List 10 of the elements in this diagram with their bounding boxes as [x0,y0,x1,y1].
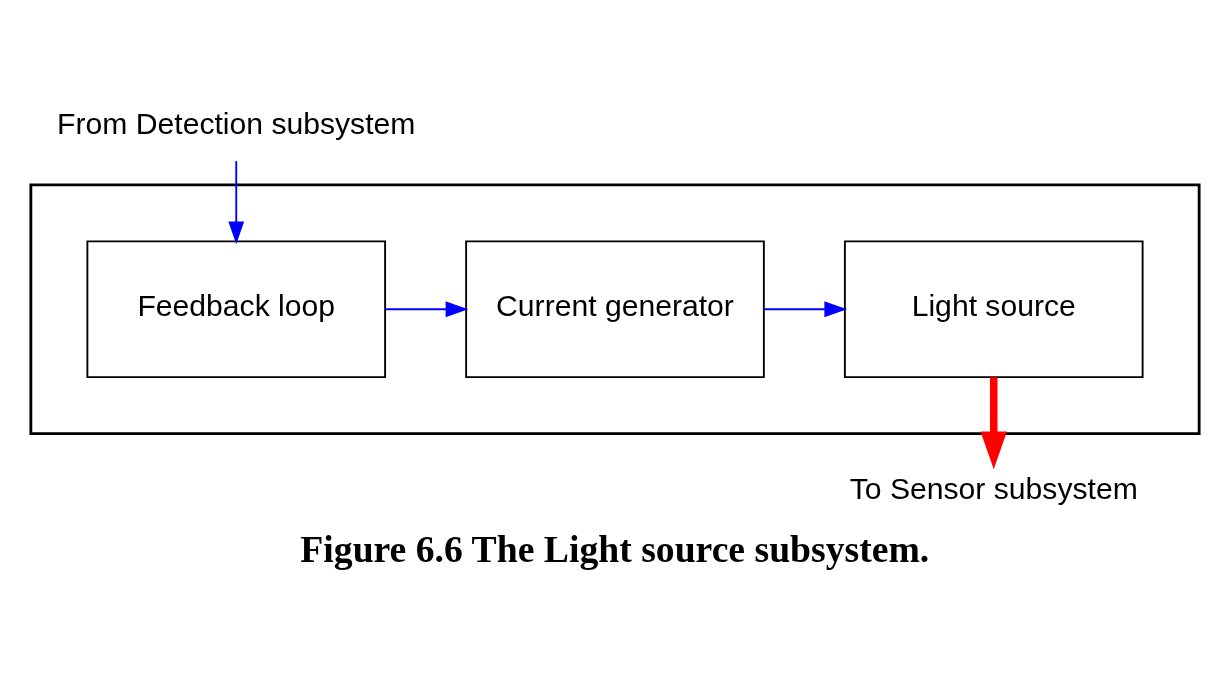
node-box: Current generator [465,240,765,378]
arrow [384,301,469,318]
node-box: Feedback loop [86,240,387,378]
node-text: To Sensor subsystem [849,472,1138,506]
arrow [980,377,1007,470]
node-text: From Detection subsystem [57,106,416,140]
caption: Figure 6.6 The Light source subsystem. [300,527,930,570]
arrow [228,160,245,245]
node-box: Light source [843,240,1144,378]
arrow [763,301,847,318]
